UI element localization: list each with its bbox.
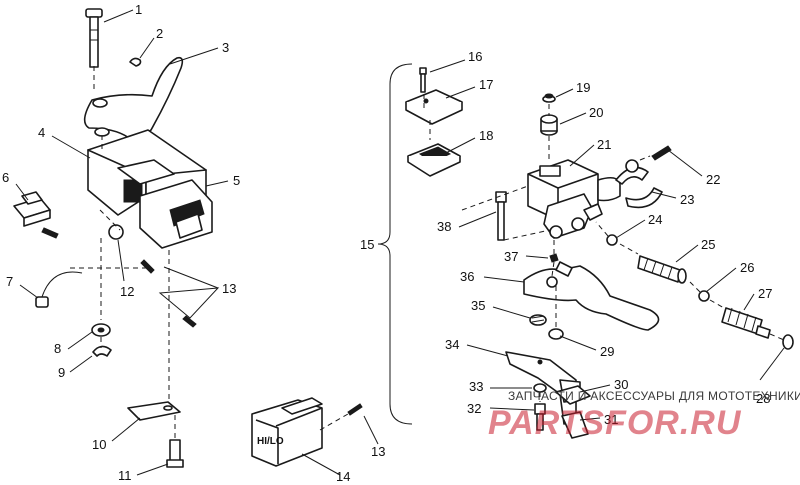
callout-21: 21 [597,137,611,152]
part-2-clip [129,57,142,67]
callout-13a: 13 [222,281,236,296]
callout-7: 7 [6,274,13,289]
callout-23: 23 [680,192,694,207]
bracket-15 [377,63,413,425]
callout-8: 8 [54,341,61,356]
part-12-pin [108,224,155,274]
callout-4: 4 [38,125,45,140]
part-5-switch-face [139,179,213,249]
right-assembly [377,63,794,439]
part-18-diaphragm [407,143,461,177]
callout-29: 29 [600,344,614,359]
part-16-screw [419,67,427,93]
part-23-clamp [615,159,663,209]
callout-15: 15 [360,237,374,252]
callout-34: 34 [445,337,459,352]
part-22-screw [651,145,672,161]
callout-13b: 13 [371,444,385,459]
watermark-caption: ЗАПЧАСТИ И АКСЕССУАРЫ ДЛЯ МОТОТЕХНИКИ [508,389,800,403]
callout-20: 20 [589,105,603,120]
callout-3: 3 [222,40,229,55]
part-7-nut [35,296,49,308]
part-36-lever [523,261,660,331]
callout-22: 22 [706,172,720,187]
part-9-clip [92,345,112,357]
callouts: 1 2 3 4 5 6 7 8 9 10 11 12 13 13 14 15 1… [2,2,772,484]
callout-35: 35 [471,298,485,313]
callout-18: 18 [479,128,493,143]
watermark-logo: PARTSFOR.RU [488,404,742,442]
part-21-master-cylinder [527,159,621,239]
part-38-bolt [495,191,507,241]
part-24-washer [606,234,618,246]
callout-19: 19 [576,80,590,95]
callout-30: 30 [614,377,628,392]
callout-38: 38 [437,219,451,234]
part-32-screw [534,403,546,431]
callout-1: 1 [135,2,142,17]
switch-label-hilo: HI/LO [257,436,284,447]
callout-5: 5 [233,173,240,188]
part-30-switch [555,385,591,405]
callout-11: 11 [118,468,132,483]
callout-26: 26 [740,260,754,275]
callout-28: 28 [756,391,770,406]
watermark: PARTSFOR.RU ЗАПЧАСТИ И АКСЕССУАРЫ ДЛЯ МО… [488,389,800,442]
callout-24: 24 [648,212,662,227]
part-4-housing [87,129,207,226]
part-29-bushing [548,328,564,340]
part-14-switch-hilo: HI/LO [251,397,323,467]
part-37-nut [549,253,559,263]
callout-2: 2 [156,26,163,41]
callout-12: 12 [120,284,134,299]
part-13-screw [182,315,197,328]
callout-31: 31 [604,412,618,427]
part-28-oring [782,334,794,350]
part-27-spring [721,307,771,339]
part-11-screw [166,439,184,468]
part-31-plate [561,411,589,439]
part-35-spring-pin [529,314,547,326]
callout-37: 37 [504,249,518,264]
part-1-bolt [85,8,103,68]
part-20-bushing [540,114,558,136]
callout-36: 36 [460,269,474,284]
part-3-bracket [83,56,184,140]
callout-17: 17 [479,77,493,92]
callout-6: 6 [2,170,9,185]
part-10-cover [127,401,181,421]
callout-14: 14 [336,469,350,484]
callout-33: 33 [469,379,483,394]
callout-10: 10 [92,437,106,452]
left-assembly [13,8,220,468]
callout-16: 16 [468,49,482,64]
callout-32: 32 [467,401,481,416]
callout-9: 9 [58,365,65,380]
part-25-piston [637,255,687,284]
part-26-washer [698,290,710,302]
callout-25: 25 [701,237,715,252]
part-6-switch [13,191,59,239]
callout-27: 27 [758,286,772,301]
leader-lines [15,9,785,476]
